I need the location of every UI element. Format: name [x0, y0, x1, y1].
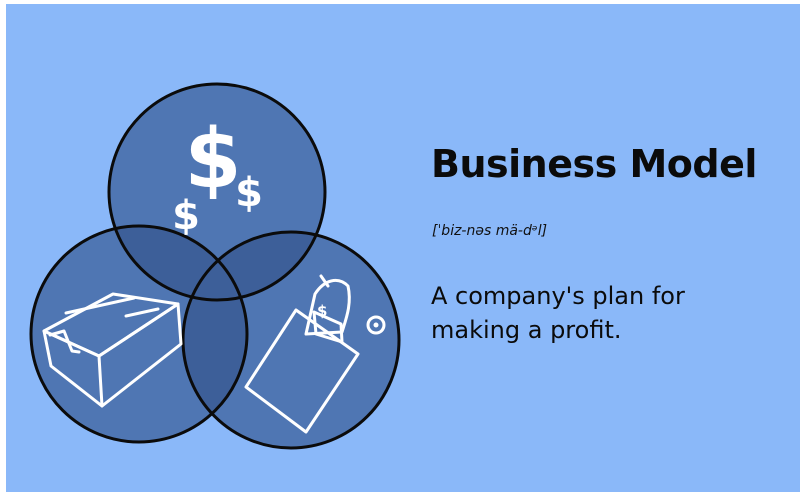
box-icon [42, 292, 183, 408]
definition: A company's plan for making a profit. [431, 282, 685, 344]
pronunciation: [ˈbiz-nəs mä-dᵊl] [432, 223, 548, 239]
svg-text:$: $ [235, 170, 263, 216]
dollar-signs-icon: $ $ $ [172, 112, 263, 239]
svg-text:$: $ [172, 193, 200, 239]
venn-diagram: $ $ $ $ [29, 82, 401, 450]
slide: $ $ $ $ [6, 4, 800, 492]
svg-text:$: $ [184, 112, 241, 207]
wallet-with-cash-icon: $ [244, 274, 386, 434]
svg-text:$: $ [317, 302, 327, 320]
slide-title: Business Model [431, 142, 757, 186]
venn-outlines [29, 82, 401, 450]
